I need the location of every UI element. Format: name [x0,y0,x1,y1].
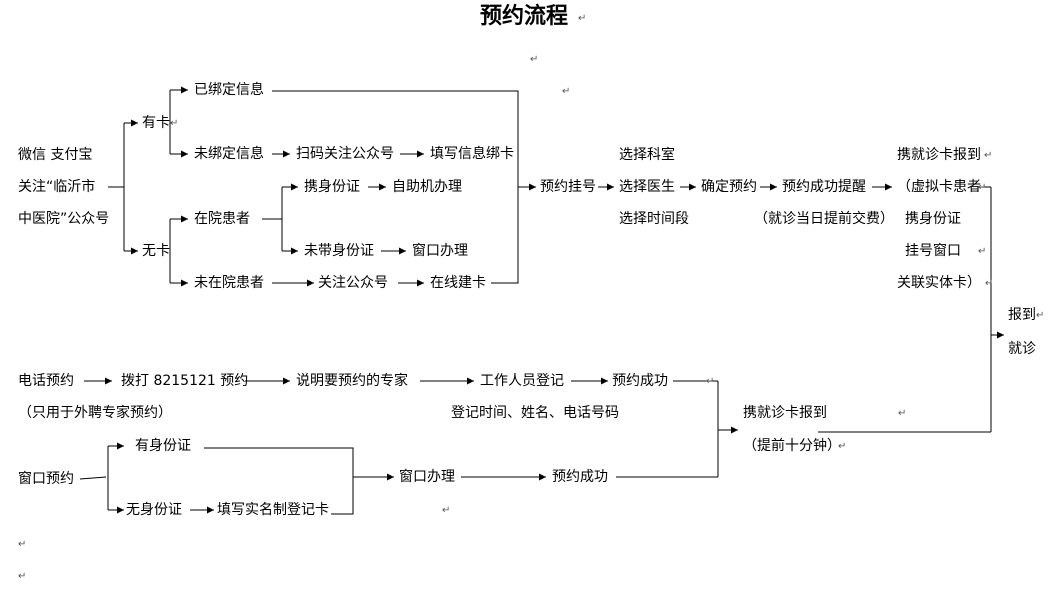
window-success-node: 预约成功 [552,469,608,485]
paragraph-mark: ↵ [18,571,27,582]
wechat-label-line1: 微信 支付宝 [18,147,93,163]
phone-booking-note: （只用于外聘专家预约） [18,405,172,421]
window-booking-label: 窗口预约 [18,471,74,487]
explain-expert-node: 说明要预约的专家 [296,373,408,389]
paragraph-mark: ↵ [898,408,907,419]
no-card-node: 无卡 [142,243,170,259]
paragraph-mark: ↵ [838,441,847,452]
online-card-node: 在线建卡 [430,275,486,291]
checkin2-line1: 携就诊卡报到 [743,405,827,421]
register-node: 预约挂号 [540,179,596,195]
inpatient-node: 在院患者 [194,211,250,227]
wechat-label-line2: 关注“临沂市 [18,179,96,195]
paragraph-mark: ↵ [978,246,987,257]
wechat-label-line3: 中医院”公众号 [18,211,110,227]
paragraph-mark: ↵ [562,86,571,97]
paragraph-mark: ↵ [442,505,451,516]
paragraph-mark: ↵ [170,118,179,129]
paragraph-mark: ↵ [706,376,715,387]
record-info-note: 登记时间、姓名、电话号码 [451,405,619,421]
select-doctor-node: 选择医生 [619,179,675,195]
select-time-node: 选择时间段 [619,211,689,227]
connector [204,447,354,515]
paragraph-mark: ↵ [984,150,993,161]
phone-booking-label: 电话预约 [18,373,74,389]
no-id-node: 未带身份证 [304,243,374,259]
follow-account-node: 关注公众号 [318,275,388,291]
phone-success-node: 预约成功 [612,373,668,389]
checkin-line2: （虚拟卡患者 [897,179,981,195]
checkin-line1: 携就诊卡报到 [897,147,981,163]
bound-info-node: 已绑定信息 [194,82,264,98]
final-visit-node: 就诊 [1008,341,1036,357]
window-handle-node-2: 窗口办理 [399,469,455,485]
success-notify-node: 预约成功提醒 [782,179,866,195]
unbound-info-node: 未绑定信息 [194,146,264,162]
connector [79,476,107,480]
select-dept-node: 选择科室 [619,147,675,163]
fill-realname-card-node: 填写实名制登记卡 [217,502,329,518]
window-handle-node: 窗口办理 [412,243,468,259]
carry-id-node: 携身份证 [304,179,360,195]
has-id-node: 有身份证 [135,438,191,454]
staff-register-node: 工作人员登记 [480,373,564,389]
final-checkin-node: 报到 [1008,307,1036,323]
has-card-node: 有卡 [142,115,170,131]
kiosk-node: 自助机办理 [392,179,462,195]
paragraph-mark: ↵ [578,13,587,24]
checkin-line5: 关联实体卡） [897,275,981,291]
confirm-node: 确定预约 [701,179,757,195]
paragraph-mark: ↵ [18,539,27,550]
paragraph-mark: ↵ [1036,310,1045,321]
not-inpatient-node: 未在院患者 [194,275,264,291]
checkin-line3: 携身份证 [905,211,961,227]
page-title: 预约流程 [480,4,569,29]
dial-node: 拨打 8215121 预约 [121,373,249,389]
scan-follow-node: 扫码关注公众号 [296,146,394,162]
paragraph-mark: ↵ [530,54,539,65]
no-id-window-node: 无身份证 [126,502,182,518]
checkin-line4: 挂号窗口 [905,243,961,259]
paragraph-mark: ↵ [978,182,987,193]
same-day-pay-note: （就诊当日提前交费） [754,211,894,227]
paragraph-mark: ↵ [985,278,994,289]
fill-bind-node: 填写信息绑卡 [430,146,514,162]
checkin2-line2: （提前十分钟） [743,438,841,454]
